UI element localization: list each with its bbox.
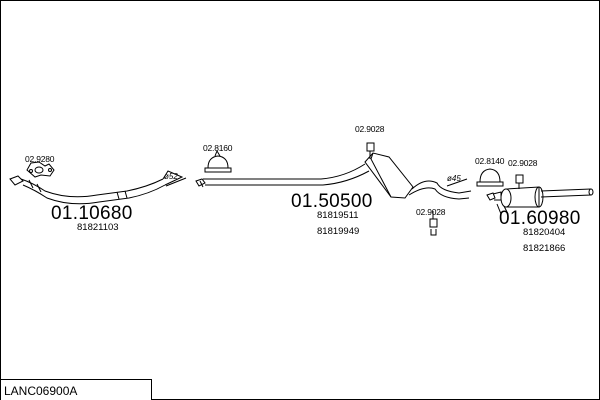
clamp-drawing — [204, 149, 232, 173]
ref-number-middle-2: 81819949 — [317, 226, 360, 237]
middle-pipe-drawing — [195, 152, 472, 200]
ref-number-rear-1: 81820404 — [523, 227, 566, 238]
diameter-arrow-2 — [446, 178, 468, 187]
ref-number-middle-1: 81819511 — [317, 210, 359, 221]
part-number-middle-pipe: 01.50500 — [291, 191, 373, 212]
rear-silencer-drawing — [486, 186, 594, 215]
ref-number-front-pipe: 81821103 — [77, 222, 119, 233]
rubber-mount-drawing-2 — [429, 211, 438, 236]
fitting-label-mount-3: 02.9028 — [508, 158, 538, 168]
title-box: LANC06900A — [1, 379, 152, 400]
rubber-mount-drawing-1 — [366, 142, 375, 159]
ref-number-rear-2: 81821866 — [523, 243, 566, 254]
diameter-label-2: ø45 — [447, 174, 461, 183]
fitting-label-clamp-1: 02.8160 — [203, 143, 233, 153]
diagram-title: LANC06900A — [4, 384, 78, 398]
fitting-label-mount-1: 02.9028 — [355, 124, 385, 134]
fitting-label-gasket: 02.9280 — [25, 154, 55, 164]
diameter-label-1: ø52 — [164, 172, 178, 181]
diameter-arrow-1 — [165, 177, 187, 187]
clamp-drawing-2 — [476, 168, 504, 187]
fitting-label-clamp-2: 02.8140 — [475, 156, 505, 166]
rubber-mount-drawing-3 — [515, 174, 524, 189]
part-number-rear-silencer: 01.60980 — [499, 208, 581, 229]
part-number-front-pipe: 01.10680 — [51, 203, 133, 224]
gasket-drawing — [26, 161, 55, 178]
fitting-label-mount-2: 02.9028 — [416, 207, 446, 217]
front-pipe-drawing — [9, 170, 184, 205]
